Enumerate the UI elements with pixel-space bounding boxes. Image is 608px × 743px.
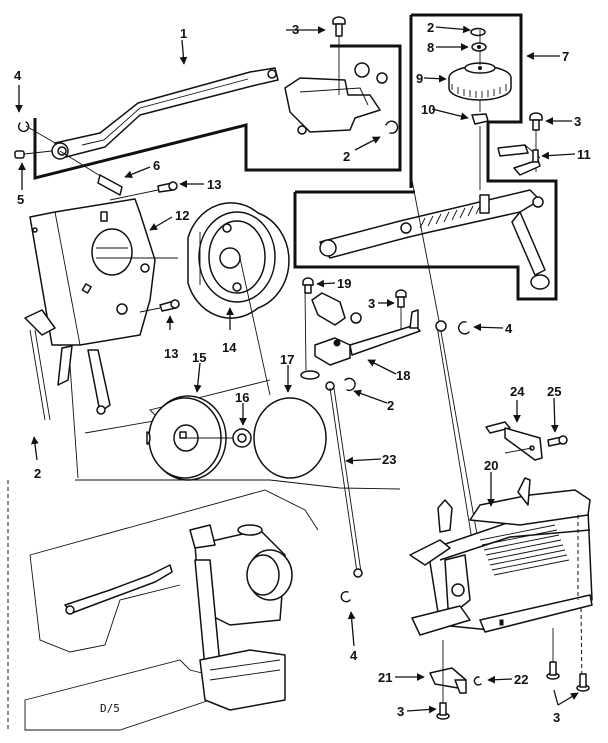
callout-2: 2 [387, 398, 394, 413]
part-2-ring-upper [385, 120, 399, 134]
part-13-screw-mid [139, 299, 180, 313]
part-3-screw-lower-a [546, 628, 560, 680]
part-8-washer [471, 42, 487, 52]
callout-1: 1 [180, 26, 187, 41]
callout-12: 12 [175, 208, 189, 223]
group-box-rack [293, 179, 558, 301]
callout-10: 10 [421, 102, 435, 117]
footer-code: D/5 [100, 702, 120, 715]
callout-17: 17 [280, 352, 294, 367]
callout-19: 19 [337, 276, 351, 291]
callout-3: 3 [368, 296, 375, 311]
callout-8: 8 [427, 40, 434, 55]
callout-3: 3 [292, 22, 299, 37]
callout-5: 5 [17, 192, 24, 207]
part-3-screw-lower-b [576, 673, 590, 692]
part-13-screw-top [109, 181, 178, 201]
part-23-link [329, 387, 363, 578]
part-4-ring-lower [340, 590, 351, 603]
part-2-ring-18 [325, 377, 356, 392]
callout-7: 7 [562, 49, 569, 64]
callout-18: 18 [396, 368, 410, 383]
callout-16: 16 [235, 390, 249, 405]
part-3-screw-21 [436, 702, 450, 720]
callout-13: 13 [164, 346, 178, 361]
part-15-dial [146, 395, 242, 481]
callout-2: 2 [343, 149, 350, 164]
part-3-screw-top [332, 16, 346, 95]
part-25-screw [547, 435, 568, 447]
callout-9: 9 [416, 71, 423, 86]
callout-2: 2 [34, 466, 41, 481]
callout-25: 25 [547, 384, 561, 399]
part-11-bracket [497, 144, 541, 176]
callout-23: 23 [382, 452, 396, 467]
callout-22: 22 [514, 672, 528, 687]
callout-3: 3 [553, 710, 560, 725]
part-9-gear [448, 62, 512, 101]
callout-20: 20 [484, 458, 498, 473]
group-box-1 [33, 44, 402, 180]
part-4-ring-mid [435, 320, 470, 335]
part-24-lever [485, 421, 543, 461]
part-4-ring [17, 121, 56, 144]
callout-4: 4 [350, 648, 358, 663]
part-bracket-upper [284, 62, 388, 135]
callout-14: 14 [222, 340, 237, 355]
callout-4: 4 [14, 68, 22, 83]
part-14-cam [128, 202, 290, 396]
part-17-disc [253, 397, 327, 479]
part-1-lever [51, 67, 279, 160]
callout-labels: 1 3 4 5 6 13 2 2 8 9 10 7 3 11 12 13 14 … [14, 20, 591, 725]
callout-3: 3 [397, 704, 404, 719]
callout-2: 2 [427, 20, 434, 35]
part-18-lever [300, 289, 421, 380]
part-21-bracket [429, 640, 467, 705]
callout-3: 3 [574, 114, 581, 129]
callout-4: 4 [505, 321, 513, 336]
part-3-screw-18 [395, 289, 407, 330]
part-5-setscrew [14, 150, 53, 159]
inset-assembly-view [7, 480, 319, 732]
callout-21: 21 [378, 670, 392, 685]
part-22-ring [473, 676, 482, 686]
callout-arrows [15, 25, 578, 714]
guide-line-lower [75, 479, 401, 490]
callout-11: 11 [577, 147, 591, 162]
part-19-screw [302, 277, 314, 294]
callout-24: 24 [510, 384, 525, 399]
part-rack-lever [319, 189, 550, 290]
callout-15: 15 [192, 350, 206, 365]
part-16-nut [232, 428, 252, 448]
part-10-bushing [471, 100, 489, 190]
part-6-pin [59, 150, 123, 196]
part-20-mechanism [409, 477, 593, 686]
callout-6: 6 [153, 158, 160, 173]
callout-13: 13 [207, 177, 221, 192]
part-12-cover-plate [24, 198, 156, 421]
